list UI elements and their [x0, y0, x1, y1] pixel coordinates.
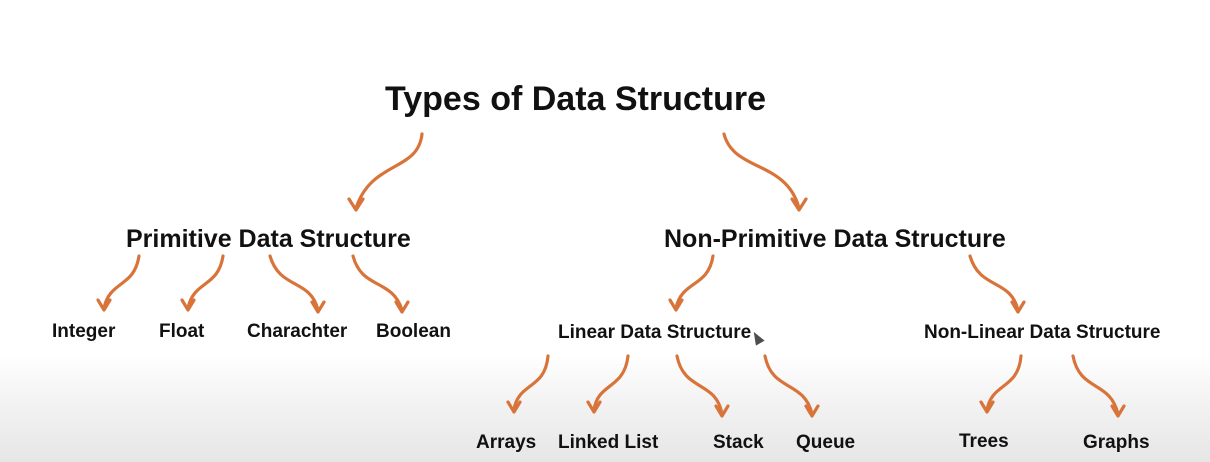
arrow-title-to-non-primitive: [722, 132, 808, 212]
arrow-title-to-primitive: [347, 132, 424, 212]
leaf-linked-list: Linked List: [558, 432, 659, 453]
non-linear-node: Non-Linear Data Structure: [924, 322, 1161, 343]
arrow-non-primitive-to-non-linear: [968, 254, 1026, 314]
arrow-linear-to-queue: [763, 354, 820, 418]
leaf-queue: Queue: [796, 432, 856, 453]
arrow-primitive-to-integer: [96, 254, 141, 312]
arrow-primitive-to-boolean: [351, 254, 410, 314]
non-primitive-node: Non-Primitive Data Structure: [664, 225, 1006, 253]
arrow-non-primitive-to-linear: [668, 254, 715, 312]
leaf-boolean: Boolean: [376, 321, 451, 342]
leaf-arrays: Arrays: [476, 432, 537, 453]
arrow-primitive-to-float: [180, 254, 225, 312]
arrow-linear-to-linked-list: [586, 354, 630, 414]
diagram-title: Types of Data Structure: [385, 80, 767, 118]
arrow-non-linear-to-trees: [979, 354, 1023, 414]
primitive-node: Primitive Data Structure: [126, 225, 411, 253]
arrow-non-linear-to-graphs: [1071, 354, 1126, 418]
arrow-primitive-to-charachter: [268, 254, 326, 314]
leaf-float: Float: [159, 321, 205, 342]
arrow-linear-to-arrays: [506, 354, 550, 414]
leaf-trees: Trees: [959, 431, 1009, 452]
linear-node: Linear Data Structure: [558, 322, 752, 343]
arrow-linear-to-stack: [675, 354, 730, 418]
leaf-integer: Integer: [52, 321, 116, 342]
leaf-charachter: Charachter: [247, 321, 348, 342]
leaf-graphs: Graphs: [1083, 432, 1150, 453]
leaf-stack: Stack: [713, 432, 764, 453]
